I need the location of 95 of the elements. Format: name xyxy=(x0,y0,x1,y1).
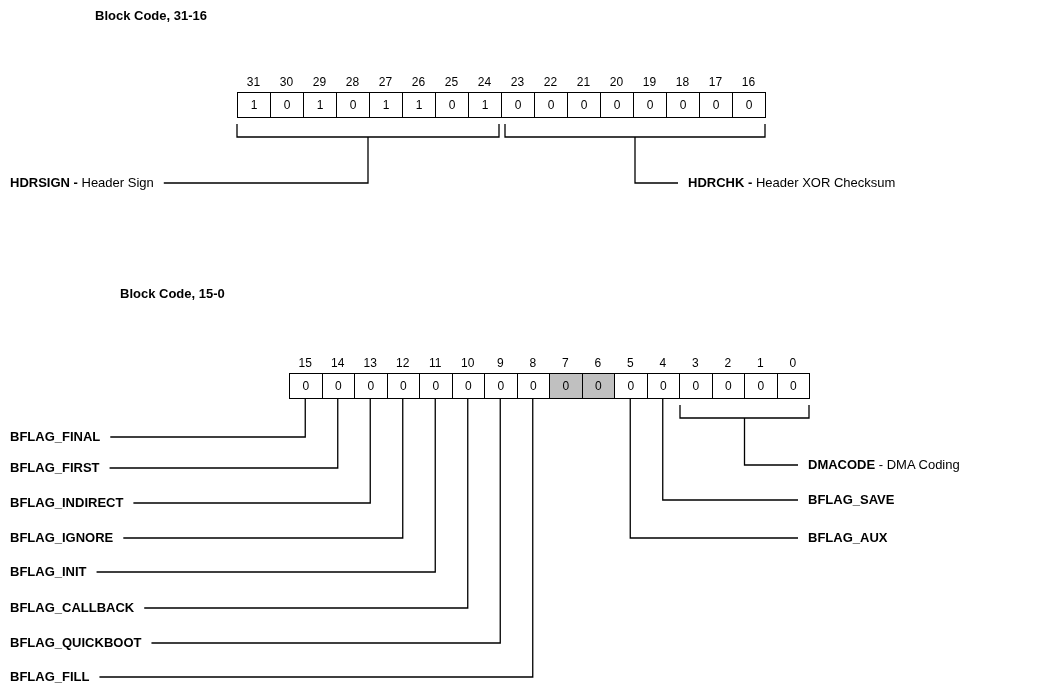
bit-cell: 0 xyxy=(354,373,388,399)
leader-line xyxy=(629,398,799,539)
bit-cell: 0 xyxy=(386,373,420,399)
bit-number: 19 xyxy=(641,75,658,89)
leader-line xyxy=(109,398,306,438)
bit-cell: 0 xyxy=(484,373,518,399)
bit-number: 31 xyxy=(245,75,262,89)
bit-cell: 0 xyxy=(633,92,667,118)
bit-number: 22 xyxy=(542,75,559,89)
bit-cell: 0 xyxy=(646,373,680,399)
bracket xyxy=(236,123,500,138)
bit-number: 11 xyxy=(428,356,443,370)
bit-cell: 0 xyxy=(666,92,700,118)
bit-number: 10 xyxy=(460,356,476,370)
bit-number: 1 xyxy=(755,356,765,370)
leader-line xyxy=(132,398,371,504)
bit-number: 26 xyxy=(410,75,427,89)
section-heading: Block Code, 31-16 xyxy=(95,8,207,23)
leader-line xyxy=(143,398,469,609)
leader-line xyxy=(95,398,436,573)
bit-number: 23 xyxy=(509,75,526,89)
field-label: BFLAG_AUX xyxy=(808,530,888,546)
bit-number: 4 xyxy=(658,356,668,370)
bit-cell: 0 xyxy=(699,92,733,118)
bit-number: 18 xyxy=(674,75,691,89)
bit-cell: 0 xyxy=(711,373,745,399)
leader-line xyxy=(163,136,369,184)
bit-cell: 0 xyxy=(289,373,323,399)
bit-number: 6 xyxy=(593,356,603,370)
bit-number: 3 xyxy=(690,356,700,370)
bit-cell: 0 xyxy=(435,92,469,118)
bit-number: 29 xyxy=(311,75,328,89)
bit-cell: 0 xyxy=(744,373,778,399)
bit-cell: 1 xyxy=(369,92,403,118)
bit-number: 28 xyxy=(344,75,361,89)
leader-line xyxy=(150,398,501,644)
bit-cell: 0 xyxy=(567,92,601,118)
bit-cell: 0 xyxy=(600,92,634,118)
leader-line xyxy=(122,398,404,539)
bit-number: 13 xyxy=(362,356,378,370)
bit-number: 8 xyxy=(528,356,538,370)
bit-cell: 0 xyxy=(516,373,550,399)
field-label: BFLAG_INIT xyxy=(10,564,87,580)
bracket xyxy=(679,404,810,419)
bit-number: 17 xyxy=(707,75,724,89)
field-label: BFLAG_FINAL xyxy=(10,429,101,445)
bit-number: 15 xyxy=(297,356,313,370)
field-label: HDRSIGN - Header Sign xyxy=(10,175,154,191)
bit-number: 27 xyxy=(377,75,394,89)
field-label: BFLAG_CALLBACK xyxy=(10,600,135,616)
bit-number: 0 xyxy=(788,356,798,370)
field-label: BFLAG_FIRST xyxy=(10,460,100,476)
bit-cell: 0 xyxy=(501,92,535,118)
bit-cell: 1 xyxy=(402,92,436,118)
leader-line xyxy=(98,398,534,678)
bit-cell: 0 xyxy=(534,92,568,118)
bit-number: 21 xyxy=(575,75,592,89)
field-label: BFLAG_IGNORE xyxy=(10,530,114,546)
leader-line xyxy=(634,136,679,184)
bit-number: 2 xyxy=(723,356,733,370)
bit-number: 16 xyxy=(740,75,757,89)
bit-number: 7 xyxy=(560,356,570,370)
bit-cell: 0 xyxy=(549,373,583,399)
bit-number: 14 xyxy=(330,356,346,370)
bit-cell: 1 xyxy=(303,92,337,118)
bracket xyxy=(504,123,766,138)
bit-cell: 0 xyxy=(614,373,648,399)
bit-cell: 0 xyxy=(776,373,810,399)
bit-number: 30 xyxy=(278,75,295,89)
bit-number: 24 xyxy=(476,75,493,89)
bit-cell: 0 xyxy=(679,373,713,399)
bit-cell: 1 xyxy=(237,92,271,118)
bit-cell: 0 xyxy=(321,373,355,399)
field-label: DMACODE - DMA Coding xyxy=(808,457,960,473)
leader-line xyxy=(743,417,799,466)
field-label: BFLAG_INDIRECT xyxy=(10,495,124,511)
bit-cell: 0 xyxy=(419,373,453,399)
bit-number: 5 xyxy=(625,356,635,370)
field-label: BFLAG_FILL xyxy=(10,669,90,685)
bit-cell: 1 xyxy=(468,92,502,118)
field-label: HDRCHK - Header XOR Checksum xyxy=(688,175,896,191)
bit-cell: 0 xyxy=(732,92,766,118)
bit-cell: 0 xyxy=(581,373,615,399)
field-label: BFLAG_SAVE xyxy=(808,492,895,508)
bit-number: 12 xyxy=(395,356,411,370)
bit-number: 9 xyxy=(495,356,505,370)
bit-number: 20 xyxy=(608,75,625,89)
bit-cell: 0 xyxy=(336,92,370,118)
bit-number: 25 xyxy=(443,75,460,89)
field-label: BFLAG_QUICKBOOT xyxy=(10,635,142,651)
leader-line xyxy=(662,398,799,501)
section-heading: Block Code, 15-0 xyxy=(120,286,225,301)
leader-line xyxy=(108,398,339,469)
bit-cell: 0 xyxy=(451,373,485,399)
bit-cell: 0 xyxy=(270,92,304,118)
